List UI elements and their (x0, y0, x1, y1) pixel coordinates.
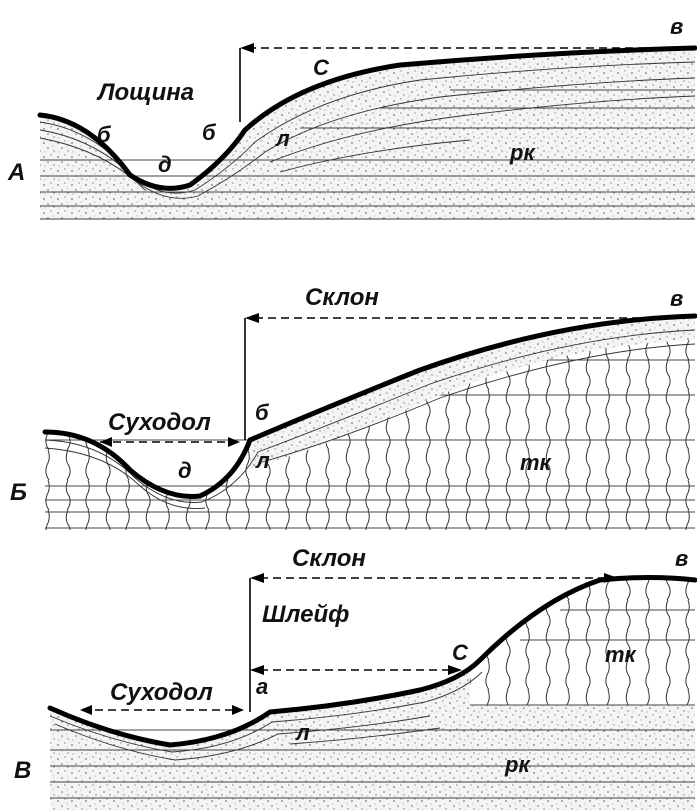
panel-a-rk: рк (509, 140, 536, 165)
panel-b-slope-arrowhead (245, 313, 259, 323)
panel-v: В Склон Шлейф Суходол а С л в тк рк (14, 545, 695, 810)
panel-b-tk: тк (520, 450, 553, 475)
panel-v-tk: тк (605, 642, 638, 667)
panel-a-arrowhead (240, 43, 254, 53)
panel-b-dry-valley-label: Суходол (108, 409, 211, 436)
panel-v-dry-valley-arrow-left (80, 705, 92, 715)
panel-a-b-right: б (202, 120, 217, 145)
panel-v-slope-label: Склон (292, 545, 366, 572)
panel-v-dry-valley-label: Суходол (110, 679, 213, 706)
panel-b-v: в (670, 286, 683, 311)
panel-v-c: С (452, 640, 469, 665)
panel-v-fissured-hill (470, 578, 695, 706)
panel-v-side-label: В (14, 757, 31, 784)
panel-b-d: д (178, 458, 192, 483)
panel-b-side-label: Б (10, 479, 27, 506)
panel-v-rk: рк (504, 752, 531, 777)
panel-a: А Лощина б б д л С в рк (7, 14, 695, 220)
panel-a-l: л (275, 126, 290, 151)
panel-v-v: в (675, 546, 688, 571)
panel-b-dry-valley-arrow-right (228, 437, 240, 447)
panel-b-l: л (255, 448, 270, 473)
panel-a-sand (40, 48, 695, 220)
panel-b-b: б (255, 400, 270, 425)
panel-a-c: С (313, 55, 330, 80)
panel-a-d: д (158, 152, 172, 177)
panel-v-dry-valley-arrow-right (232, 705, 244, 715)
panel-a-b-left: б (97, 122, 112, 147)
panel-a-side-label: А (7, 159, 25, 186)
panel-a-gully-label: Лощина (96, 79, 194, 106)
panel-a-v: в (670, 14, 683, 39)
panel-v-slope-arrow-left (250, 573, 264, 583)
panel-b-slope-label: Склон (305, 284, 379, 311)
panel-v-a: а (256, 674, 268, 699)
panel-b: Б Склон Суходол б д л в тк (10, 284, 695, 530)
panel-v-l: л (295, 720, 310, 745)
panel-v-plume-label: Шлейф (262, 601, 349, 628)
